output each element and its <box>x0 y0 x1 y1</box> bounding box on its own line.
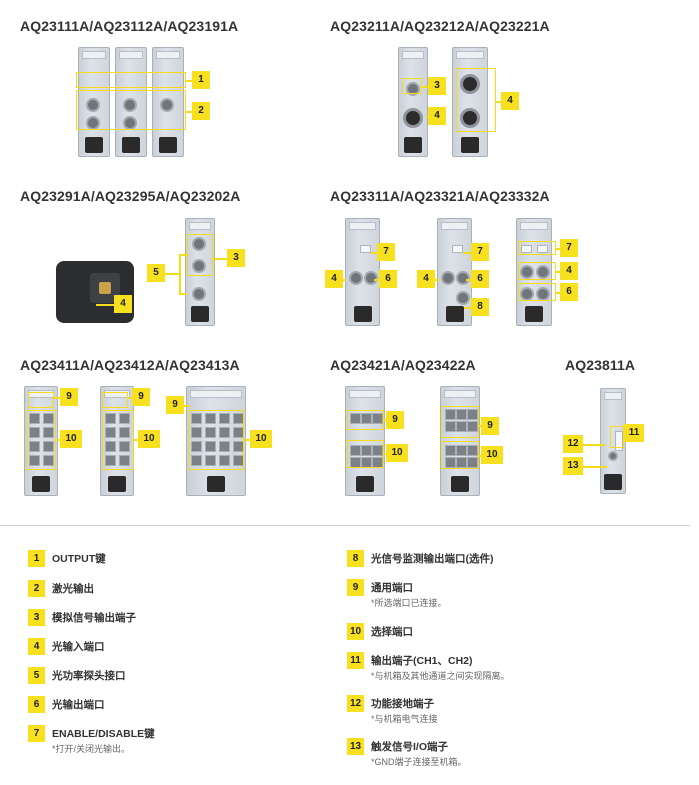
callout-11: 11 <box>624 424 644 442</box>
callout-4c: 4 <box>114 295 132 313</box>
callout-box-input-3 <box>518 262 556 280</box>
callout-10a: 10 <box>60 430 82 448</box>
callout-9e: 9 <box>481 417 499 435</box>
callout-9d: 9 <box>386 411 404 429</box>
module-aq23221a <box>452 47 488 157</box>
module-aq23413a <box>186 386 246 496</box>
callout-6a: 6 <box>379 270 397 288</box>
callout-box-optical-input-2 <box>456 68 496 132</box>
callout-box-analog-output <box>402 78 422 94</box>
group-title-5: AQ23411A/AQ23412A/AQ23413A <box>20 357 240 373</box>
group-title-2: AQ23211A/AQ23212A/AQ23221A <box>330 18 550 34</box>
callout-3b: 3 <box>227 249 245 267</box>
callout-box-laser-output <box>76 90 186 130</box>
module-aq23112a <box>115 47 147 157</box>
callout-7a: 7 <box>377 243 395 261</box>
group-title-7: AQ23811A <box>565 357 636 373</box>
callout-box-analog-output-3 <box>187 234 213 276</box>
module-aq23411a <box>24 386 58 496</box>
group-title-3: AQ23291A/AQ23295A/AQ23202A <box>20 188 241 204</box>
callout-9a: 9 <box>60 388 78 406</box>
callout-7b: 7 <box>471 243 489 261</box>
callout-4d: 4 <box>325 270 343 288</box>
group-title-6: AQ23421A/AQ23422A <box>330 357 476 373</box>
callout-2: 2 <box>192 102 210 120</box>
module-aq23191a <box>152 47 184 157</box>
callout-5: 5 <box>147 264 165 282</box>
callout-13: 13 <box>563 457 583 475</box>
callout-box-enable-3 <box>518 241 556 255</box>
group-title-4: AQ23311A/AQ23321A/AQ23332A <box>330 188 550 204</box>
callout-6c: 6 <box>560 283 578 301</box>
callout-box-output-key <box>76 72 186 88</box>
callout-box-output-3 <box>518 283 556 301</box>
module-aq23321a <box>437 218 472 326</box>
callout-6b: 6 <box>471 270 489 288</box>
module-aq23412a <box>100 386 134 496</box>
callout-9c: 9 <box>166 396 184 414</box>
section-divider <box>0 525 690 526</box>
callout-4b: 4 <box>501 92 519 110</box>
module-aq23202a <box>185 218 215 326</box>
callout-8: 8 <box>471 298 489 316</box>
optical-power-probe <box>56 261 134 323</box>
group-title-1: AQ23111A/AQ23112A/AQ23191A <box>20 18 239 34</box>
module-aq23311a <box>345 218 380 326</box>
module-aq23211a <box>398 47 428 157</box>
callout-1: 1 <box>192 71 210 89</box>
callout-10e: 10 <box>481 446 503 464</box>
callout-3a: 3 <box>428 77 446 95</box>
callout-4f: 4 <box>560 262 578 280</box>
module-aq23421a <box>345 386 385 496</box>
callout-12: 12 <box>563 435 583 453</box>
module-aq23111a <box>78 47 110 157</box>
callout-10c: 10 <box>250 430 272 448</box>
callout-7c: 7 <box>560 239 578 257</box>
module-aq23811a <box>600 388 626 494</box>
callout-10b: 10 <box>138 430 160 448</box>
callout-4e: 4 <box>417 270 435 288</box>
callout-4a: 4 <box>428 107 446 125</box>
callout-10d: 10 <box>386 444 408 462</box>
module-aq23332a <box>516 218 552 326</box>
callout-9b: 9 <box>132 388 150 406</box>
